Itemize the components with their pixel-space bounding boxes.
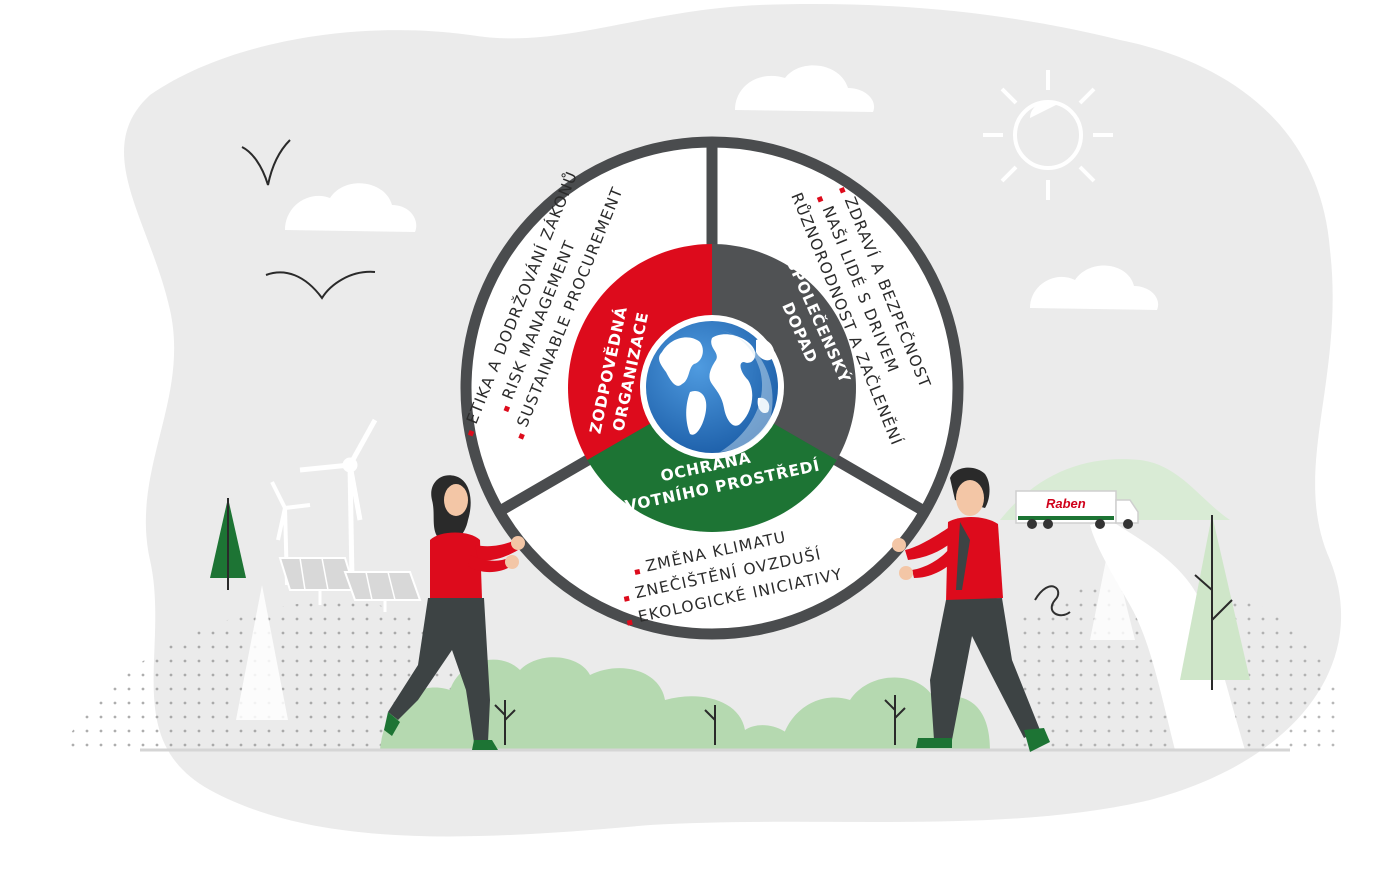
sun-icon — [983, 70, 1113, 200]
bird-icon — [241, 139, 376, 300]
globe-icon — [640, 315, 784, 459]
cloud-icon — [285, 65, 1159, 310]
road — [1090, 520, 1245, 750]
woman-figure — [384, 475, 525, 750]
esg-wheel: ZODPOVĚDNÁ ORGANIZACE SPOLEČENSKÝ DOPAD … — [460, 136, 964, 640]
wind-turbine-icon — [270, 418, 378, 586]
solar-panel-icon — [278, 557, 422, 612]
river — [1034, 585, 1071, 617]
bush-stems — [494, 695, 906, 745]
truck-brand-label: Raben — [1046, 496, 1086, 511]
sector-environment — [587, 388, 837, 532]
tree-icon — [210, 498, 1250, 720]
man-figure — [892, 467, 1050, 752]
truck-icon: Raben — [1015, 490, 1139, 529]
